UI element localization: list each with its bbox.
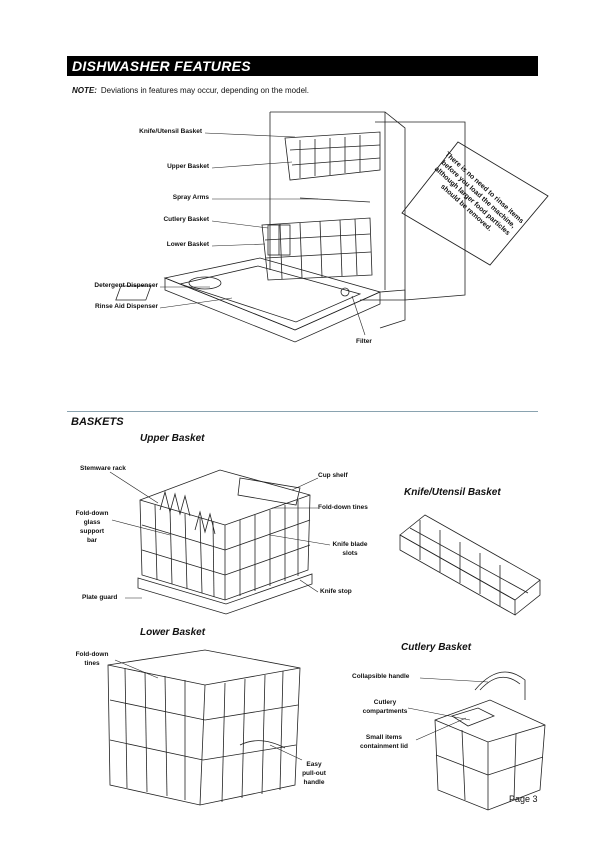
label-knife-utensil-basket: Knife/Utensil Basket xyxy=(139,128,202,135)
label-line: handle xyxy=(303,779,325,786)
label-cutlery-basket: Cutlery Basket xyxy=(163,216,209,223)
label-cup-shelf: Cup shelf xyxy=(318,472,348,479)
cutlery-basket-title: Cutlery Basket xyxy=(401,642,472,653)
label-line: containment lid xyxy=(359,743,409,750)
knife-utensil-basket-title: Knife/Utensil Basket xyxy=(404,487,501,498)
label-line: Small items xyxy=(365,734,403,741)
section-title-baskets: BASKETS xyxy=(71,416,124,428)
label-line: tines xyxy=(84,660,100,667)
label-line: Fold-down xyxy=(75,651,109,658)
label-line: Easy xyxy=(306,761,322,768)
label-fold-down-glass-support-bar: Fold-down glass support bar xyxy=(70,509,114,545)
label-line: Fold-down xyxy=(75,510,109,517)
section-divider xyxy=(67,411,538,412)
lower-basket-illustration xyxy=(107,649,301,806)
label-knife-blade-slots: Knife blade slots xyxy=(326,540,374,558)
label-small-items-containment-lid: Small items containment lid xyxy=(354,733,414,751)
dishwasher-overview-illustration xyxy=(115,111,466,343)
label-line: slots xyxy=(342,550,358,557)
label-fold-down-tines-upper: Fold-down tines xyxy=(318,504,368,511)
note-text: Deviations in features may occur, depend… xyxy=(100,86,310,95)
label-stemware-rack: Stemware rack xyxy=(80,465,126,472)
label-cutlery-compartments: Cutlery compartments xyxy=(360,698,410,716)
label-line: Knife blade xyxy=(332,541,368,548)
knife-utensil-basket-illustration xyxy=(399,514,541,616)
label-easy-pull-out-handle: Easy pull-out handle xyxy=(296,760,332,787)
note: NOTE:Deviations in features may occur, d… xyxy=(72,86,309,95)
page-number: Page 3 xyxy=(509,794,538,804)
label-line: pull-out xyxy=(302,770,326,777)
label-detergent-dispenser: Detergent Dispenser xyxy=(94,282,158,289)
label-rinse-aid-dispenser: Rinse Aid Dispenser xyxy=(95,303,158,310)
label-fold-down-tines-lower: Fold-down tines xyxy=(70,650,114,668)
label-line: support xyxy=(79,528,105,535)
note-label: NOTE: xyxy=(72,86,97,95)
label-line: glass xyxy=(83,519,101,526)
page-title: DISHWASHER FEATURES xyxy=(72,58,251,74)
label-spray-arms: Spray Arms xyxy=(172,194,209,201)
lower-basket-title: Lower Basket xyxy=(140,627,206,638)
label-filter: Filter xyxy=(356,338,372,345)
label-plate-guard: Plate guard xyxy=(82,594,118,601)
label-lower-basket: Lower Basket xyxy=(166,241,209,248)
upper-basket-title: Upper Basket xyxy=(140,433,205,444)
label-line: Cutlery xyxy=(373,699,397,706)
cutlery-basket-illustration xyxy=(434,671,546,811)
label-line: compartments xyxy=(362,708,408,715)
upper-basket-illustration xyxy=(137,469,313,615)
label-collapsible-handle: Collapsible handle xyxy=(352,673,410,680)
label-upper-basket: Upper Basket xyxy=(167,163,209,170)
label-knife-stop: Knife stop xyxy=(320,588,352,595)
page-header-bar: DISHWASHER FEATURES xyxy=(67,56,538,76)
label-line: bar xyxy=(86,537,98,544)
